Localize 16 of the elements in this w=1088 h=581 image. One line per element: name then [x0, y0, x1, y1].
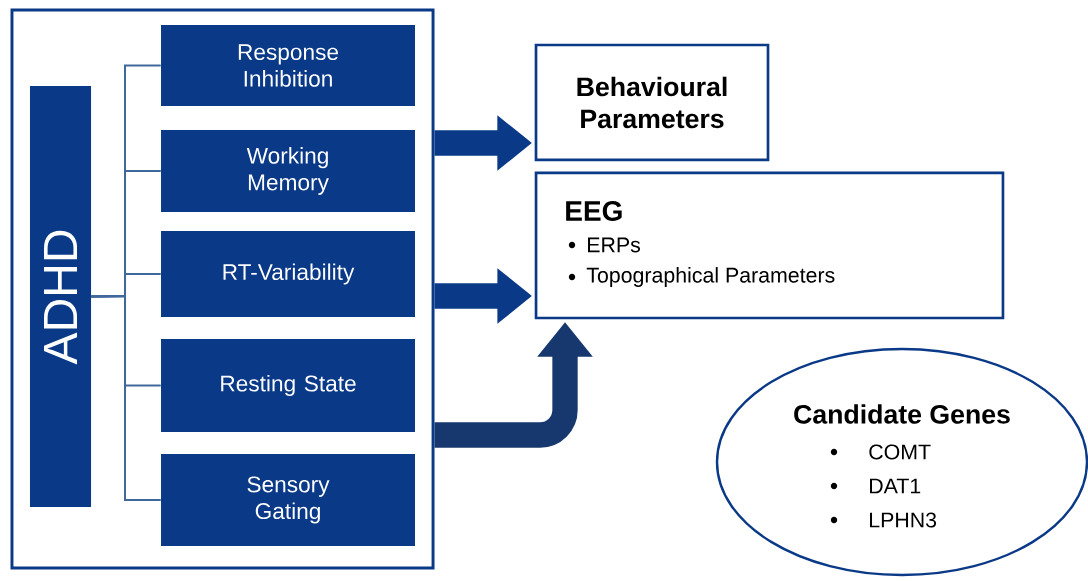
node-label: Topographical Parameters: [586, 267, 835, 287]
node-label: COMT: [869, 444, 931, 460]
node-label: LPHN3: [870, 512, 937, 528]
node-label: ERPs: [588, 237, 641, 253]
node-label: Candidate Genes: [794, 404, 1010, 424]
category-box: Working Memory: [161, 130, 415, 212]
category-box: Resting State: [161, 338, 415, 432]
category-box: Response Inhibition: [161, 24, 415, 106]
category-box: RT-Variability: [161, 231, 415, 317]
bracket-line: [90, 294, 162, 501]
label-bar: ADHD: [30, 85, 92, 507]
node-label: EEG: [566, 201, 622, 221]
category-box: Sensory Gating: [161, 454, 415, 546]
result-box: Behavioural Parameters: [534, 43, 770, 162]
node-label: DAT1: [870, 478, 921, 494]
group-frame: [10, 8, 435, 570]
